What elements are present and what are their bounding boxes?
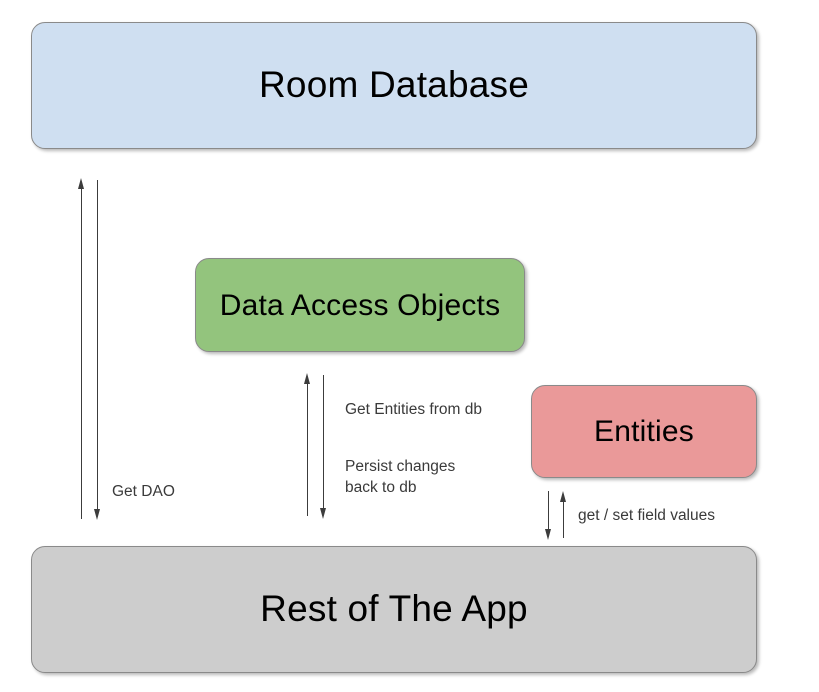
edge-dao-arrowhead-up [303,373,310,384]
node-data-access-objects[interactable]: Data Access Objects [195,258,525,352]
edge-entities-line-up [563,496,564,538]
node-entities-label: Entities [594,415,694,448]
edge-entities-line-down [548,491,549,533]
node-entities[interactable]: Entities [531,385,757,478]
edge-dao-line-up [307,378,308,516]
edge-entities-arrowhead-down [544,529,551,540]
edge-entities-arrowhead-up [559,491,566,502]
edge-label-persist-changes-back-to-db: Persist changes back to db [345,458,456,496]
edge-label-get-dao: Get DAO [112,483,175,500]
node-rest-of-the-app-label: Rest of The App [260,588,528,630]
edge-label-get-set-field-values: get / set field values [578,507,715,524]
edge-get-dao-arrowhead-up [77,178,84,189]
node-room-database-label: Room Database [259,64,529,106]
edge-label-get-entities-from-db: Get Entities from db [345,401,482,418]
edge-get-dao-line-up [81,182,82,519]
edge-get-dao-line-down [97,180,98,513]
edge-get-dao-arrowhead-down [93,509,100,520]
node-data-access-objects-label: Data Access Objects [219,288,501,322]
node-rest-of-the-app[interactable]: Rest of The App [31,546,757,673]
node-room-database[interactable]: Room Database [31,22,757,149]
edge-dao-arrowhead-down [319,508,326,519]
edge-dao-line-down [323,375,324,512]
